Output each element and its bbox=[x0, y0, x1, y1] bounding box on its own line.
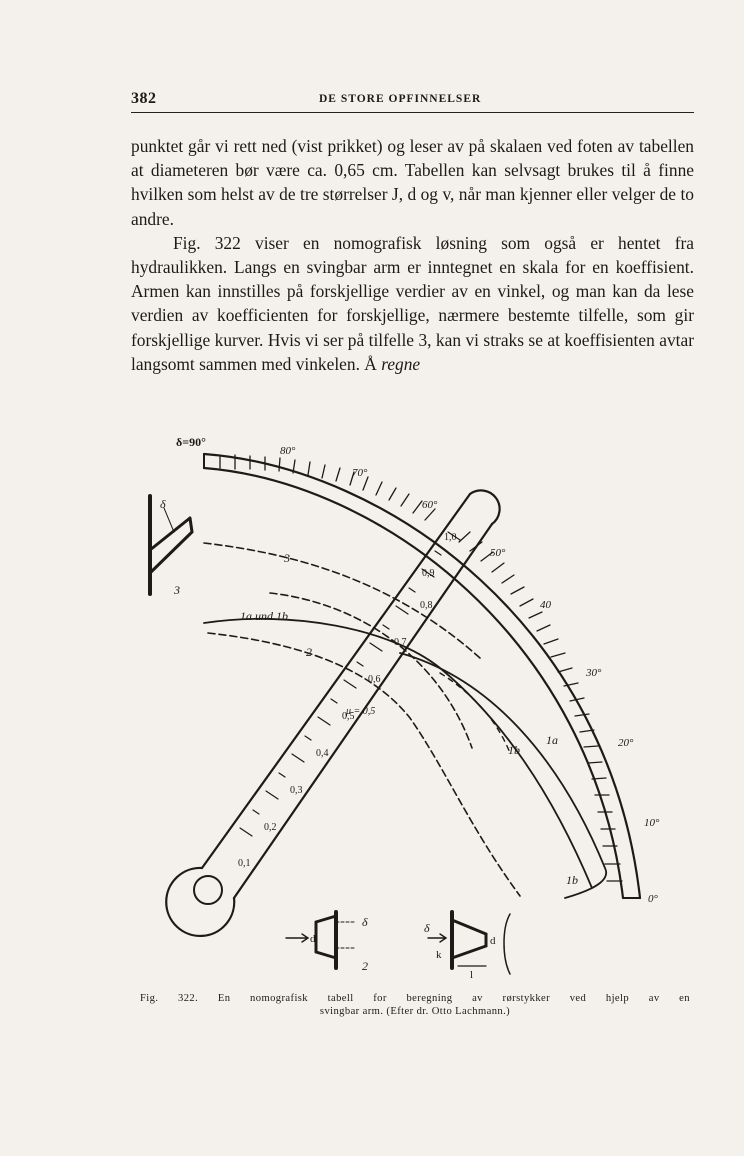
paragraph-1: punktet går vi rett ned (vist prikket) o… bbox=[131, 136, 694, 229]
inset-a-flow-arrow bbox=[285, 933, 310, 943]
arm-edge-left bbox=[200, 492, 472, 870]
arm-label-03: 0,3 bbox=[290, 785, 303, 796]
inset-left-pipe bbox=[148, 516, 194, 575]
arm-label-10: 1,0 bbox=[444, 532, 457, 543]
angle-label-30: 30° bbox=[585, 667, 602, 679]
arm-tip bbox=[468, 489, 501, 526]
body-text: punktet går vi rett ned (vist prikket) o… bbox=[131, 134, 694, 376]
angle-scale-outer bbox=[202, 452, 642, 900]
paragraph-2-text: Fig. 322 viser en nomografisk løsning so… bbox=[131, 232, 694, 374]
inset-b-k: k bbox=[436, 949, 442, 961]
curve-label-1a-und-1b: 1a und 1b bbox=[240, 609, 288, 623]
angle-scale-inner bbox=[202, 466, 625, 900]
inset-left-number: 3 bbox=[173, 583, 180, 597]
page-number: 382 bbox=[131, 90, 157, 107]
inset-left-angle bbox=[163, 507, 175, 533]
inset-a-nozzle bbox=[314, 914, 338, 960]
inset-b-d: d bbox=[490, 935, 496, 947]
angle-label-40: 40 bbox=[540, 599, 552, 611]
angle-label-50: 50° bbox=[490, 547, 506, 559]
angle-scale-ticks bbox=[219, 454, 623, 882]
inset-b-l: l bbox=[470, 969, 473, 981]
arm-label-02: 0,2 bbox=[264, 822, 277, 833]
caption-line-2: svingbar arm. (Efter dr. Otto Lachmann.) bbox=[319, 1006, 511, 1017]
arm-label-09: 0,9 bbox=[422, 568, 435, 579]
curve-lead bbox=[439, 672, 511, 754]
curve-2 bbox=[207, 632, 521, 897]
arm-pivot-ring bbox=[165, 866, 236, 938]
angle-label-80: 80° bbox=[280, 445, 296, 457]
inset-left-delta: δ bbox=[160, 497, 166, 511]
inset-b-nozzle bbox=[450, 918, 488, 960]
angle-label-0: 0° bbox=[648, 893, 659, 905]
arm-label-05: 0,5 bbox=[342, 711, 355, 722]
arm-label-06: 0,6 bbox=[368, 674, 381, 685]
figure-caption: Fig. 322. En nomografisk tabell for bere… bbox=[140, 992, 690, 1018]
paragraph-2: Fig. 322 viser en nomografisk løsning so… bbox=[131, 231, 694, 376]
angle-label-top: δ=90° bbox=[176, 435, 206, 449]
curve-label-1b-upper: 1b bbox=[508, 743, 520, 757]
arm-label-01: 0,1 bbox=[238, 858, 251, 869]
running-title: DE STORE OPFINNELSER bbox=[319, 93, 482, 105]
curve-label-1a: 1a bbox=[546, 733, 558, 747]
angle-label-70: 70° bbox=[352, 467, 368, 479]
arm-pivot-hole bbox=[193, 875, 223, 905]
angle-label-10: 10° bbox=[644, 817, 660, 829]
inset-a-number: 2 bbox=[362, 959, 368, 973]
curve-1b bbox=[399, 652, 608, 899]
inset-a-d: d bbox=[310, 933, 316, 945]
inset-a-delta: δ bbox=[362, 915, 368, 929]
angle-label-20: 20° bbox=[618, 737, 634, 749]
curve-label-3: 3 bbox=[283, 551, 290, 565]
nomogram-svg: δ=90° 80° 70° 60° 50° 40 30° 20° 10° 0° … bbox=[148, 435, 660, 981]
inset-a-dims bbox=[335, 921, 357, 949]
nomogram-figure: δ=90° 80° 70° 60° 50° 40 30° 20° 10° 0° … bbox=[140, 428, 680, 988]
arm-edge-right bbox=[232, 522, 494, 900]
curve-3 bbox=[203, 542, 481, 659]
arm-label-04: 0,4 bbox=[316, 748, 329, 759]
arm-scale-ticks bbox=[239, 531, 461, 837]
mu-label: μ = 0,5 bbox=[345, 706, 375, 717]
caption-line-1: Fig. 322. En nomografisk tabell for bere… bbox=[140, 993, 690, 1004]
curve-label-1b-lower: 1b bbox=[566, 873, 578, 887]
arm-label-07: 0,7 bbox=[394, 637, 407, 648]
inset-b-flow-arrow bbox=[427, 933, 448, 943]
page-header: 382 DE STORE OPFINNELSER bbox=[131, 88, 694, 113]
inset-b-delta: δ bbox=[424, 921, 430, 935]
curve-2b bbox=[269, 592, 473, 749]
angle-label-60: 60° bbox=[422, 499, 438, 511]
curve-label-2: 2 bbox=[306, 645, 312, 659]
paragraph-2-end: regne bbox=[381, 353, 421, 374]
inset-b-bracket bbox=[503, 913, 511, 975]
arm-label-08: 0,8 bbox=[420, 600, 433, 611]
